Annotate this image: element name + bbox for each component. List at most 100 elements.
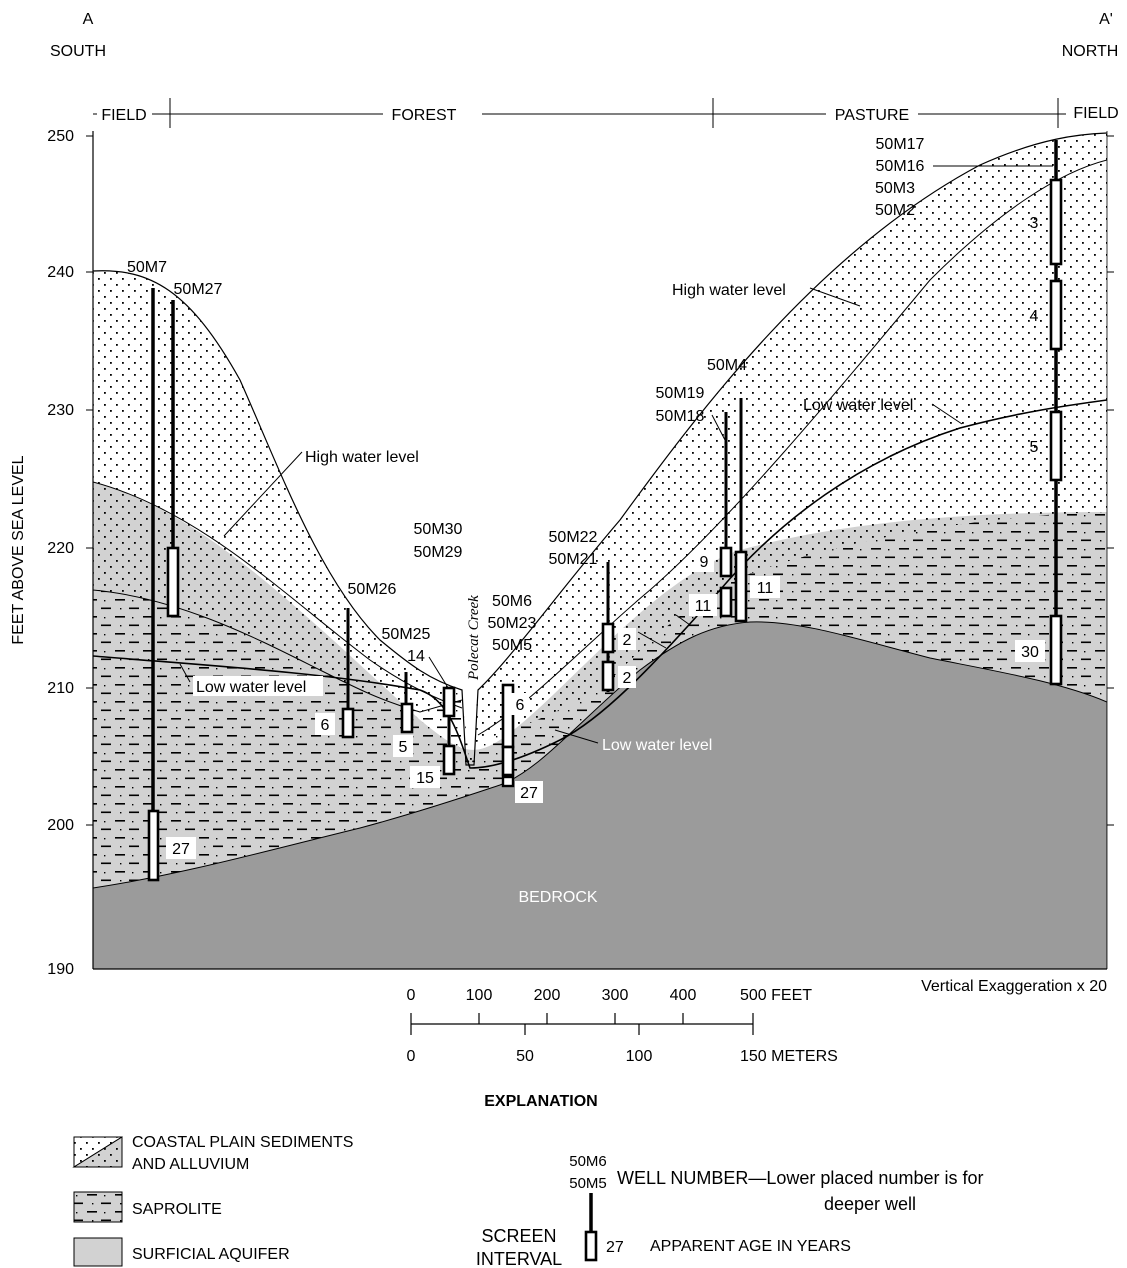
y-ticks xyxy=(86,135,1114,826)
well-label-leader xyxy=(428,656,448,687)
bedrock-label: BEDROCK xyxy=(518,889,597,906)
well-label-50M6: 50M6 xyxy=(492,593,532,610)
vertical-exaggeration-note: Vertical Exaggeration x 20 xyxy=(921,978,1107,995)
well-label-50M17: 50M17 xyxy=(876,136,925,153)
legend-swatch-surficial-aquifer xyxy=(73,1237,123,1267)
scale-feet-200: 200 xyxy=(534,987,561,1004)
legend-screen-symbol xyxy=(584,1230,598,1262)
explanation-title: EXPLANATION xyxy=(484,1093,597,1110)
legend-saprolite: SAPROLITE xyxy=(132,1201,222,1218)
screen-50M27 xyxy=(166,546,180,618)
well-label-leader xyxy=(711,414,726,441)
well-label-50M4: 50M4 xyxy=(707,357,747,374)
well-label-50M26: 50M26 xyxy=(348,581,397,598)
section-end-letter: A' xyxy=(1099,11,1113,28)
high-water-label-left: High water level xyxy=(305,449,419,466)
age-50M2: 30 xyxy=(1021,644,1039,661)
legend-screen-line2: INTERVAL xyxy=(476,1249,562,1268)
low-water-level-line xyxy=(93,399,1107,769)
section-start-letter: A xyxy=(83,11,94,28)
scale-bar xyxy=(410,1013,754,1035)
screen-50M3 xyxy=(1049,410,1063,482)
high-water-leader-center xyxy=(637,631,667,649)
low-water-leader-left xyxy=(179,663,191,683)
screen-50M23 xyxy=(501,745,515,777)
land-use-forest: FOREST xyxy=(392,107,457,124)
land-use-pasture: PASTURE xyxy=(835,107,909,124)
age-50M6: 6 xyxy=(516,697,525,714)
low-water-leader-mid xyxy=(675,614,691,626)
screen-50M22 xyxy=(601,622,615,654)
south-label: SOUTH xyxy=(50,43,106,60)
well-label-50M19: 50M19 xyxy=(656,385,705,402)
legend-swatch-coastal-saturated xyxy=(72,1136,123,1168)
age-50M19: 9 xyxy=(700,554,709,571)
wells xyxy=(147,140,1063,882)
y-tick-220: 220 xyxy=(47,540,74,557)
scale-feet-500: 500 FEET xyxy=(740,987,812,1004)
age-50M23: 27 xyxy=(520,785,538,802)
legend-coastal-plain-line2: AND ALLUVIUM xyxy=(132,1156,249,1173)
low-water-label-right: Low water level xyxy=(803,397,913,414)
ground-surface-line xyxy=(93,132,1107,766)
screen-50M4 xyxy=(734,550,748,623)
age-labels: 27 6 5 14 15 6 27 2 2 9 11 11 3 4 5 30 6 xyxy=(166,215,1045,859)
age-50M21: 2 xyxy=(623,670,632,687)
screen-50M5 xyxy=(501,775,515,788)
land-use-field-right: FIELD xyxy=(1073,105,1118,122)
geologic-layers xyxy=(93,132,1107,969)
scale-feet-0: 0 xyxy=(407,987,416,1004)
well-label-50M30: 50M30 xyxy=(414,521,463,538)
legend-surficial-aquifer: SURFICIAL AQUIFER xyxy=(132,1246,290,1263)
y-tick-250: 250 xyxy=(47,128,74,145)
screen-50M25 xyxy=(400,702,414,734)
legend-coastal-plain-line1: COASTAL PLAIN SEDIMENTS xyxy=(132,1134,353,1151)
land-use-bar xyxy=(93,98,1066,128)
well-label-50M23: 50M23 xyxy=(488,615,537,632)
age-50M7: 27 xyxy=(172,841,190,858)
y-tick-240: 240 xyxy=(47,264,74,281)
low-water-label-center: Low water level xyxy=(602,737,712,754)
well-label-50M27: 50M27 xyxy=(174,281,223,298)
high-water-label-right: High water level xyxy=(672,282,786,299)
polecat-creek-label: Polecat Creek xyxy=(466,595,482,681)
low-water-label-left: Low water level xyxy=(196,679,306,696)
legend-apparent-age: APPARENT AGE IN YEARS xyxy=(650,1238,851,1255)
screen-50M29 xyxy=(442,744,456,776)
legend-well-upper: 50M6 xyxy=(569,1153,607,1170)
scale-meters-0: 0 xyxy=(407,1048,416,1065)
well-label-50M25: 50M25 xyxy=(382,626,431,643)
age-50M16: 4 xyxy=(1030,308,1039,325)
legend-age-sample: 27 xyxy=(606,1239,624,1256)
legend-well-number-line1: WELL NUMBER—Lower placed number is for xyxy=(617,1168,983,1188)
scale-feet-400: 400 xyxy=(670,987,697,1004)
y-axis-label: FEET ABOVE SEA LEVEL xyxy=(10,455,27,644)
y-tick-200: 200 xyxy=(47,817,74,834)
screen-50M7 xyxy=(147,809,160,882)
legend-swatch-saprolite xyxy=(73,1191,123,1223)
land-use-field-left: FIELD xyxy=(101,107,146,124)
screen-50M17 xyxy=(1049,178,1063,266)
screen-50M19 xyxy=(719,546,733,578)
age-50M26: 6 xyxy=(321,717,330,734)
well-label-50M3: 50M3 xyxy=(875,180,915,197)
well-label-50M16: 50M16 xyxy=(876,158,925,175)
bedrock-layer xyxy=(93,621,1107,969)
well-label-50M2: 50M2 xyxy=(875,202,915,219)
well-label-50M21: 50M21 xyxy=(549,551,598,568)
screen-50M26 xyxy=(341,707,355,739)
scale-meters-100: 100 xyxy=(626,1048,653,1065)
age-50M29: 15 xyxy=(416,770,434,787)
scale-feet-300: 300 xyxy=(602,987,629,1004)
low-water-leader-right xyxy=(931,403,963,425)
legend-screen-line1: SCREEN xyxy=(481,1226,556,1246)
age-50M18: 11 xyxy=(695,598,712,615)
legend-well-number-line2: deeper well xyxy=(824,1194,916,1214)
scale-meters-150: 150 METERS xyxy=(740,1048,838,1065)
screen-50M21 xyxy=(601,660,615,692)
age-50M4: 11 xyxy=(757,580,774,597)
screen-50M30 xyxy=(442,686,456,718)
scale-feet-100: 100 xyxy=(466,987,493,1004)
well-label-50M18: 50M18 xyxy=(656,408,705,425)
